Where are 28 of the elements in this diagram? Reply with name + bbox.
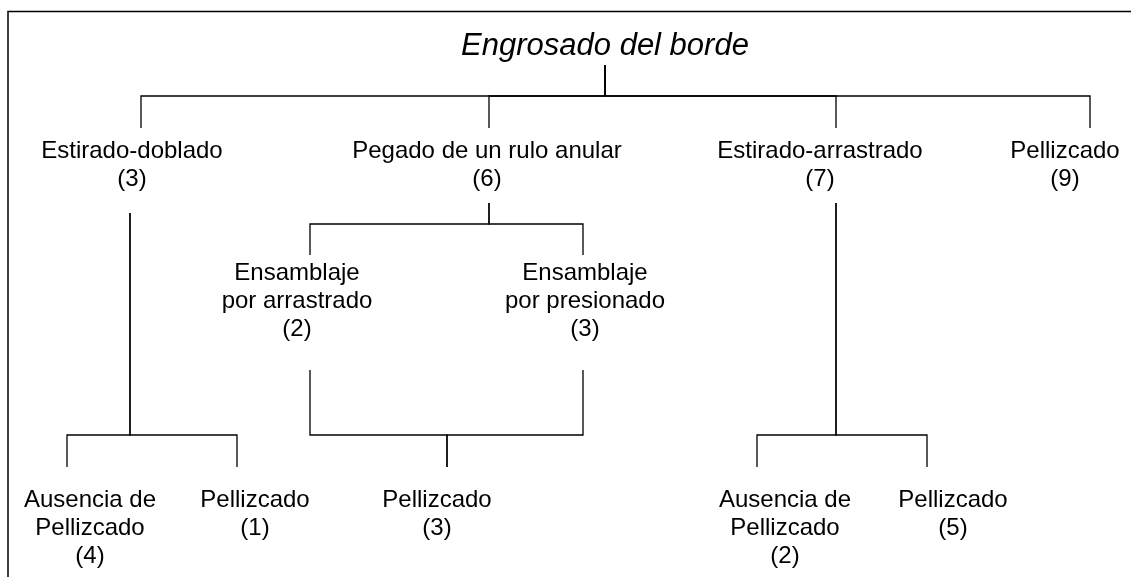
- connector-line: [488, 202, 584, 256]
- category-label: Pellizcado: [1010, 136, 1120, 164]
- count-label: (9): [1050, 164, 1080, 192]
- count-label: (3): [117, 164, 147, 192]
- category-label: Pellizcado: [200, 485, 310, 513]
- count-label: (3): [570, 314, 600, 342]
- category-label: Estirado-arrastrado: [717, 136, 923, 164]
- count-label: (4): [75, 541, 105, 569]
- category-label: Pegado de un rulo anular: [352, 136, 622, 164]
- count-label: (1): [240, 513, 270, 541]
- count-label: (7): [805, 164, 835, 192]
- connector-line: [835, 202, 928, 468]
- connector-line: [604, 64, 1091, 129]
- count-label: (3): [422, 513, 452, 541]
- category-label: Pellizcado: [382, 485, 492, 513]
- count-label: (2): [770, 541, 800, 569]
- category-label: Ensamblaje por arrastrado: [220, 258, 374, 314]
- category-label: Pellizcado: [898, 485, 1008, 513]
- count-label: (6): [472, 164, 502, 192]
- category-label: Ensamblaje por presionado: [503, 258, 667, 314]
- category-label: Ausencia de Pellizcado: [22, 485, 158, 541]
- connector-line: [129, 212, 238, 468]
- category-label: Ausencia de Pellizcado: [717, 485, 853, 541]
- count-label: (2): [282, 314, 312, 342]
- count-label: (5): [938, 513, 968, 541]
- category-label: Estirado-doblado: [41, 136, 223, 164]
- connector-line: [446, 369, 584, 468]
- title-text: Engrosado del borde: [461, 26, 749, 64]
